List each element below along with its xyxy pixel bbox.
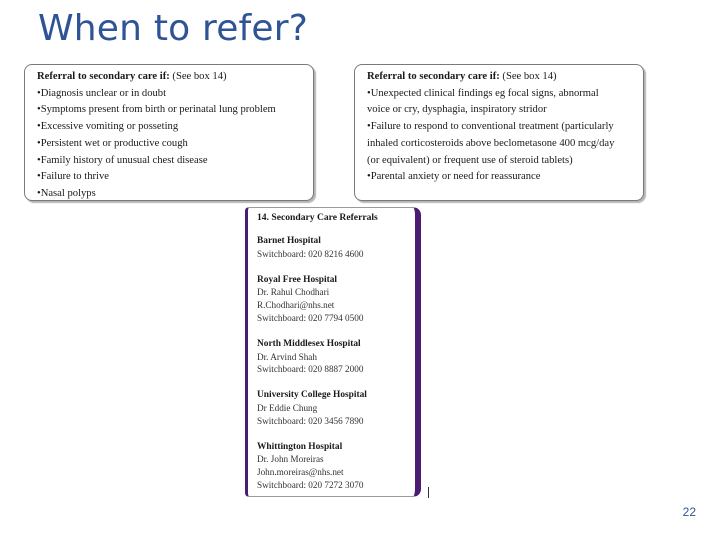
- box-heading-note: (See box 14): [169, 71, 227, 82]
- hospital-contact: Dr. John Moreiras: [257, 454, 324, 465]
- list-item: •Failure to respond to conventional trea…: [367, 121, 614, 133]
- referral-criteria-box-left: Referral to secondary care if: (See box …: [24, 64, 314, 201]
- hospital-switchboard: Switchboard: 020 8216 4600: [257, 248, 364, 259]
- list-item: voice or cry, dysphagia, inspiratory str…: [367, 104, 547, 116]
- hospital-contact: Dr Eddie Chung: [257, 402, 318, 413]
- hospital-entry: North Middlesex Hospital Dr. Arvind Shah…: [257, 338, 411, 376]
- hospital-name: North Middlesex Hospital: [257, 338, 361, 349]
- slide-title: When to refer?: [38, 8, 309, 49]
- list-item: (or equivalent) or frequent use of stero…: [367, 154, 573, 166]
- hospital-entry: University College Hospital Dr Eddie Chu…: [257, 389, 411, 427]
- text-cursor-mark: [428, 487, 429, 498]
- list-item: •Excessive vomiting or posseting: [37, 121, 179, 133]
- list-item: •Nasal polyps: [37, 188, 96, 200]
- hospital-name: Whittington Hospital: [257, 441, 343, 452]
- hospital-entry: Whittington Hospital Dr. John Moreiras J…: [257, 441, 411, 492]
- panel-heading: 14. Secondary Care Referrals: [257, 212, 378, 223]
- box-heading-bold: Referral to secondary care if:: [37, 71, 170, 82]
- hospital-switchboard: Switchboard: 020 8887 2000: [257, 364, 364, 375]
- hospital-switchboard: Switchboard: 020 7272 3070: [257, 479, 364, 490]
- hospital-name: Barnet Hospital: [257, 236, 321, 246]
- hospital-contact: Dr. Rahul Chodhari: [257, 287, 330, 298]
- box-heading: Referral to secondary care if: (See box …: [37, 69, 307, 86]
- secondary-care-referrals-panel: 14. Secondary Care Referrals Barnet Hosp…: [245, 207, 421, 497]
- hospital-contact: Dr. Arvind Shah: [257, 351, 317, 362]
- box-heading-bold: Referral to secondary care if:: [367, 71, 500, 82]
- hospital-switchboard: Switchboard: 020 3456 7890: [257, 415, 364, 426]
- box-heading-note: (See box 14): [499, 71, 557, 82]
- list-item: •Diagnosis unclear or in doubt: [37, 87, 167, 99]
- hospital-name: University College Hospital: [257, 390, 367, 401]
- box-heading: Referral to secondary care if: (See box …: [367, 69, 637, 86]
- hospital-email: John.moreiras@nhs.net: [257, 467, 344, 478]
- hospital-switchboard: Switchboard: 020 7794 0500: [257, 312, 364, 323]
- list-item: •Symptoms present from birth or perinata…: [37, 104, 276, 116]
- hospital-entry: Royal Free Hospital Dr. Rahul Chodhari R…: [257, 274, 411, 325]
- hospital-entry: Barnet Hospital Switchboard: 020 8216 46…: [257, 235, 411, 261]
- list-item: •Parental anxiety or need for reassuranc…: [367, 171, 541, 183]
- page-number: 22: [682, 505, 696, 519]
- hospital-name: Royal Free Hospital: [257, 274, 338, 285]
- criteria-list: •Diagnosis unclear or in doubt •Symptoms…: [37, 86, 307, 204]
- list-item: inhaled corticosteroids above beclometas…: [367, 137, 615, 149]
- list-item: •Persistent wet or productive cough: [37, 137, 188, 149]
- list-item: •Family history of unusual chest disease: [37, 154, 208, 166]
- hospital-email: R.Chodhari@nhs.net: [257, 300, 335, 311]
- criteria-list: •Unexpected clinical findings eg focal s…: [367, 86, 637, 187]
- list-item: •Failure to thrive: [37, 171, 109, 183]
- referral-criteria-box-right: Referral to secondary care if: (See box …: [354, 64, 644, 201]
- list-item: •Unexpected clinical findings eg focal s…: [367, 87, 599, 99]
